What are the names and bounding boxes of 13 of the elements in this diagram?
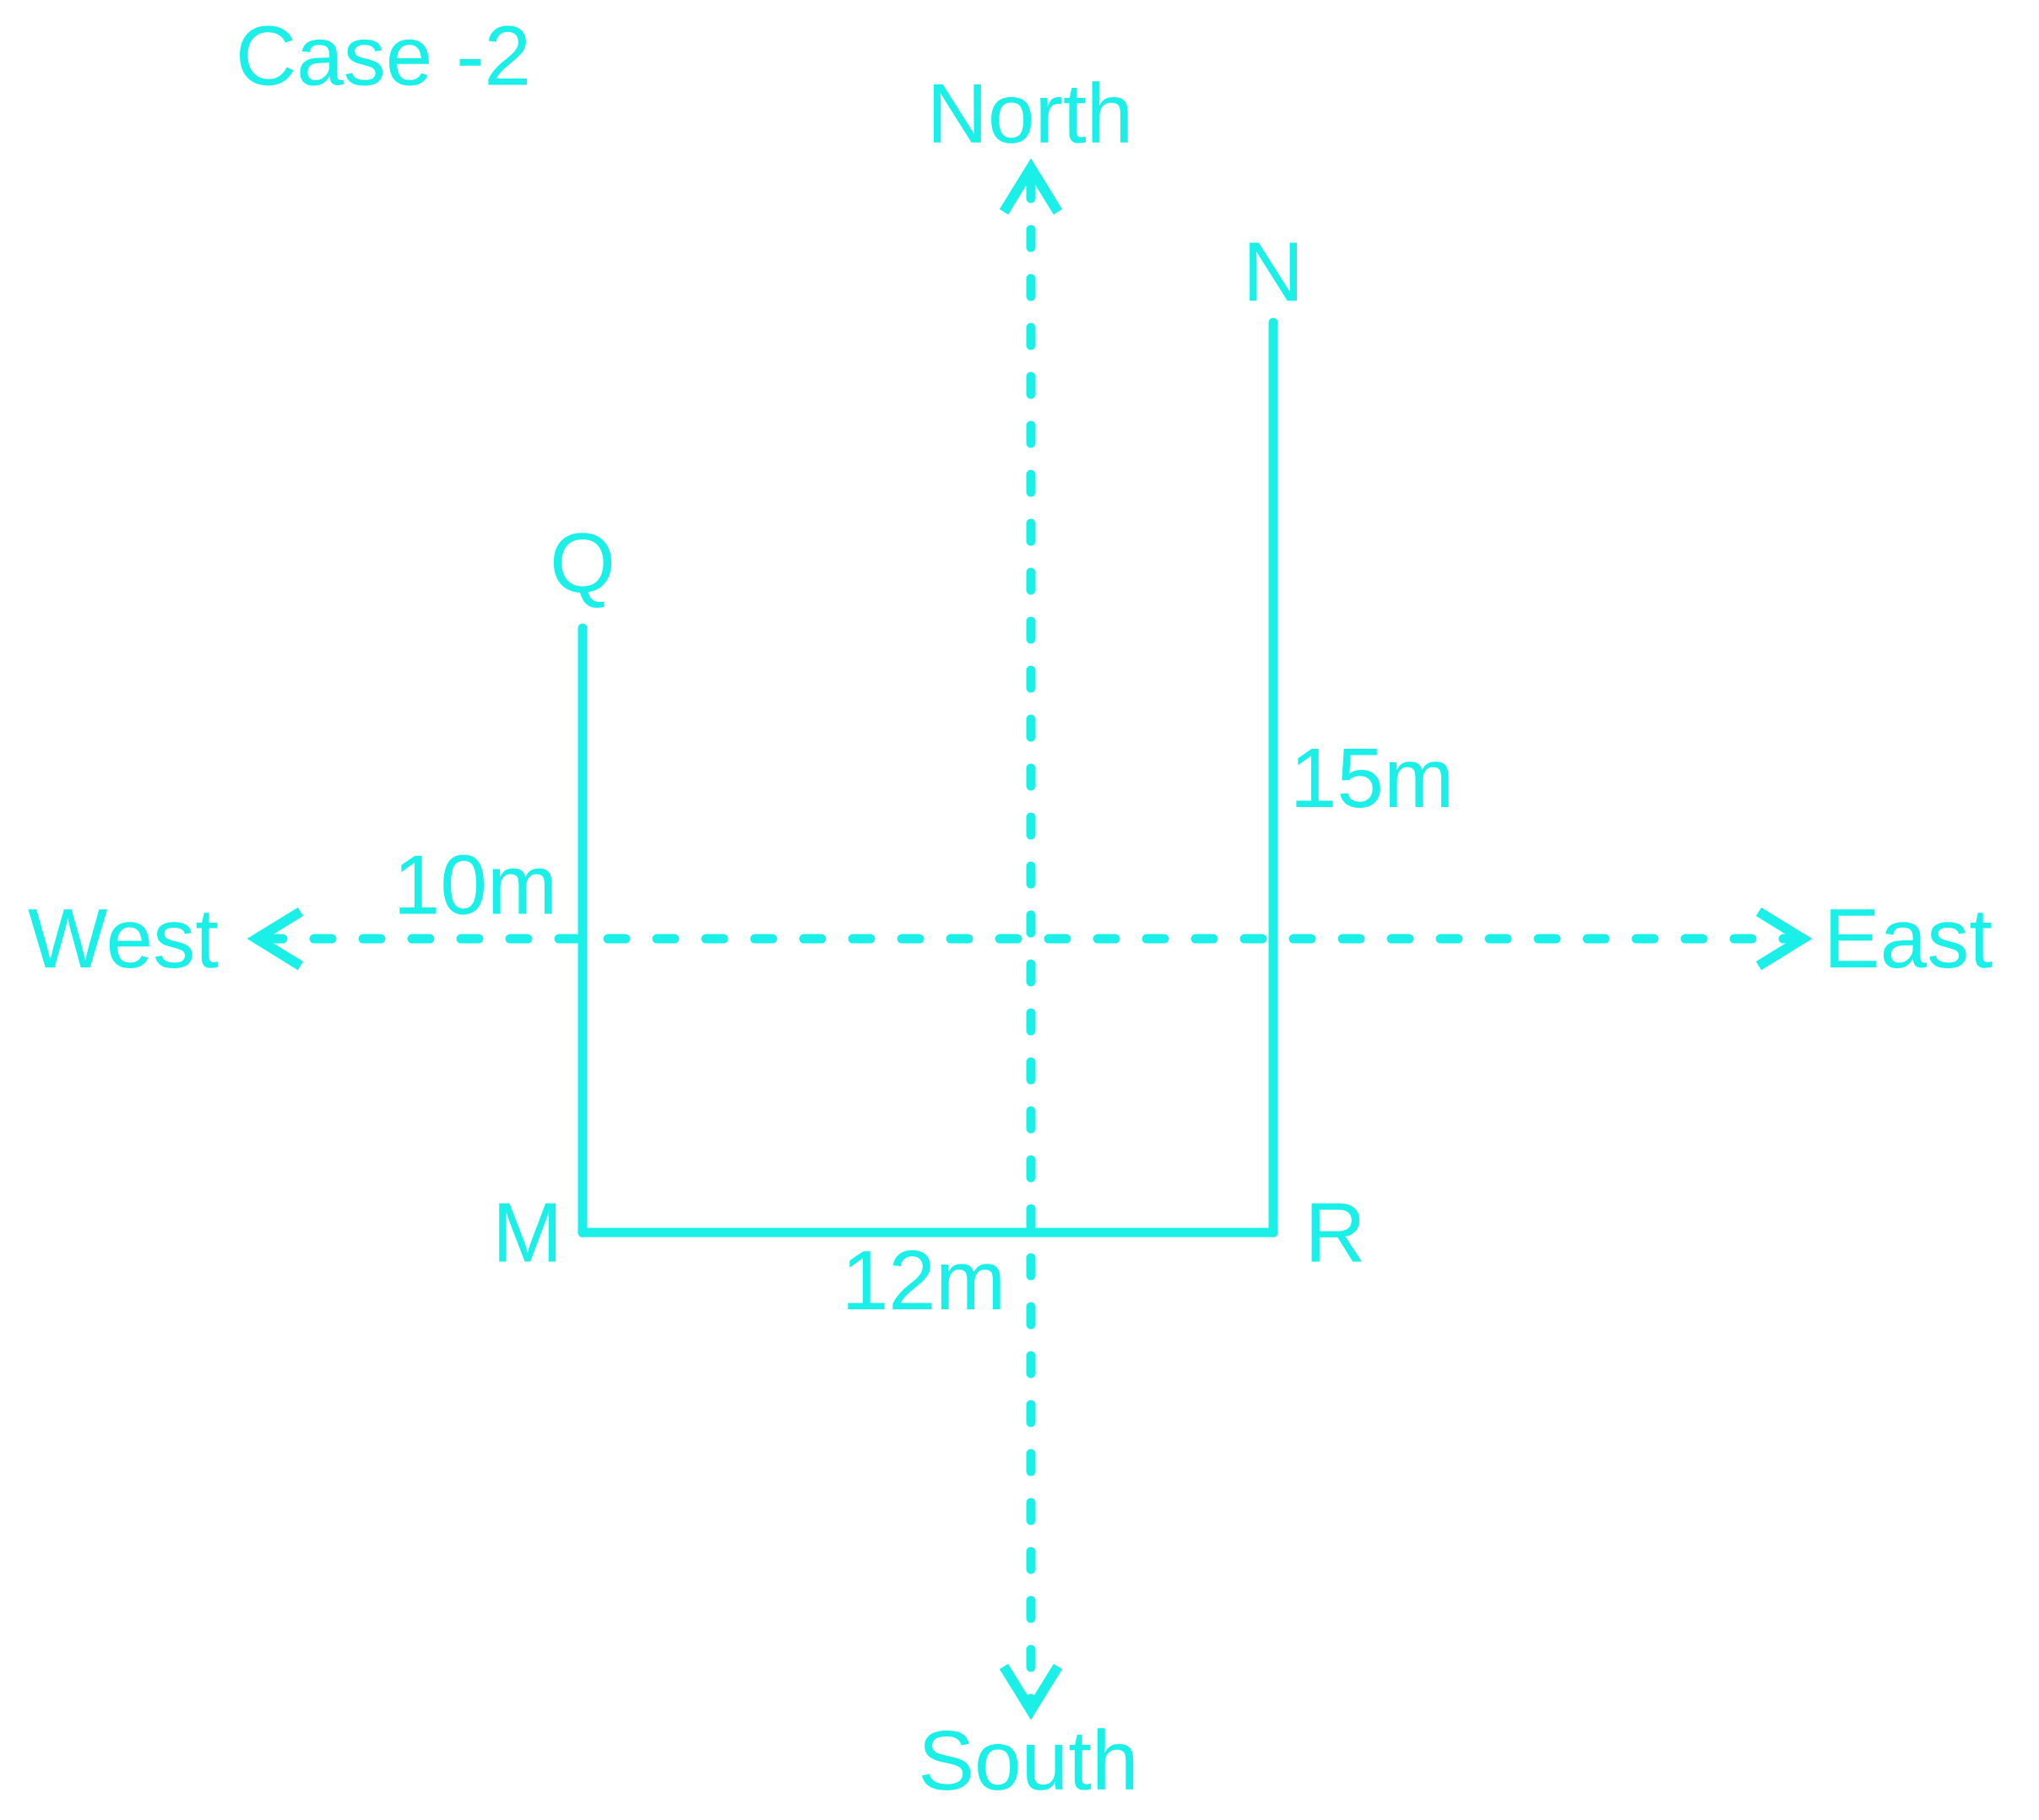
diagram-title: Case -2 xyxy=(240,25,527,86)
point-label: N xyxy=(1250,242,1297,301)
length-label: 12m xyxy=(848,1250,1001,1309)
point-label: Q xyxy=(553,533,612,608)
direction-label: East xyxy=(1830,909,1993,968)
length-label: 10m xyxy=(399,854,552,915)
point-label: R xyxy=(1311,1203,1362,1262)
path-line xyxy=(1268,317,1278,1238)
direction-label: North xyxy=(933,81,1128,144)
direction-label: South xyxy=(921,1728,1134,1790)
length-label: 15m xyxy=(1296,749,1449,808)
point-label: M xyxy=(499,1203,556,1262)
direction-label: West xyxy=(28,909,219,968)
